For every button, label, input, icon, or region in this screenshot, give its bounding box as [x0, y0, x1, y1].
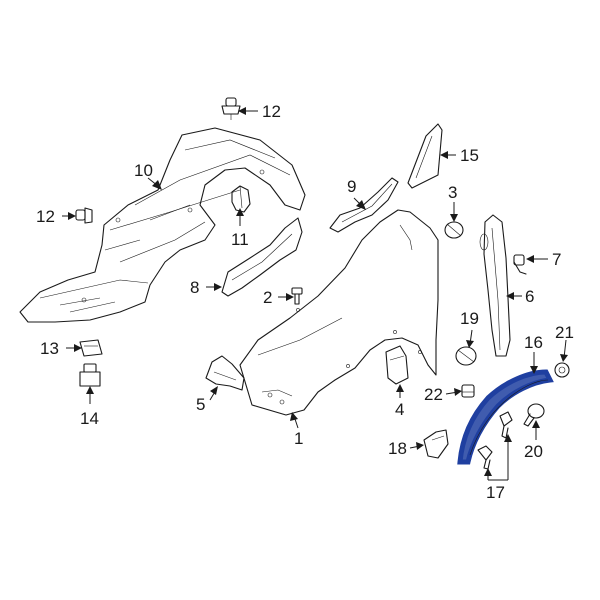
part-20-bolt [523, 403, 545, 427]
callout-20: 20 [524, 442, 543, 461]
callout-21: 21 [555, 323, 574, 342]
callout-3: 3 [448, 183, 457, 202]
part-8-support [221, 217, 303, 297]
part-17-clip-b [477, 445, 493, 470]
part-5-bracket [205, 355, 245, 391]
part-10-fender-liner [19, 127, 306, 323]
callout-11: 11 [231, 230, 249, 249]
callout-4: 4 [395, 400, 404, 419]
callout-17: 17 [486, 483, 505, 502]
part-2-bolt [291, 287, 303, 305]
part-6-seal [479, 214, 511, 357]
part-17-clip-a [499, 411, 513, 439]
part-1-fender [239, 209, 439, 416]
part-9-reinforcement [329, 177, 399, 233]
callout-5: 5 [196, 395, 205, 414]
part-19-grommet [455, 346, 477, 366]
callout-6: 6 [525, 287, 534, 306]
callout-numbers: 12 10 12 11 8 9 15 3 7 6 2 19 16 21 22 2… [36, 102, 574, 502]
callout-15: 15 [460, 146, 479, 165]
callout-22: 22 [424, 385, 443, 404]
part-12-clip-left [75, 207, 93, 224]
part-14-stud [79, 363, 101, 387]
part-7-screw [513, 254, 527, 275]
part-21-nut [554, 362, 570, 378]
callout-1: 1 [294, 429, 303, 448]
callout-13: 13 [40, 339, 59, 358]
part-11-bracket [231, 185, 251, 213]
callout-2: 2 [263, 288, 272, 307]
part-13-clip [79, 339, 103, 357]
callout-7: 7 [552, 250, 561, 269]
callout-19: 19 [460, 309, 479, 328]
part-22-clip [461, 384, 475, 398]
leader-lines [62, 107, 568, 481]
part-3-clip [444, 221, 464, 239]
callout-8: 8 [190, 278, 199, 297]
part-15-garnish [407, 123, 443, 189]
part-12-clip-top [221, 97, 241, 120]
part-16-molding [457, 369, 554, 465]
callout-9: 9 [347, 177, 356, 196]
callout-12-top: 12 [262, 102, 281, 121]
callout-16: 16 [524, 333, 543, 352]
callout-10: 10 [134, 161, 153, 180]
callout-14: 14 [80, 409, 99, 428]
callout-12-left: 12 [36, 207, 55, 226]
part-18-bracket [423, 429, 449, 459]
part-4-flap [385, 345, 409, 385]
callout-18: 18 [388, 439, 407, 458]
